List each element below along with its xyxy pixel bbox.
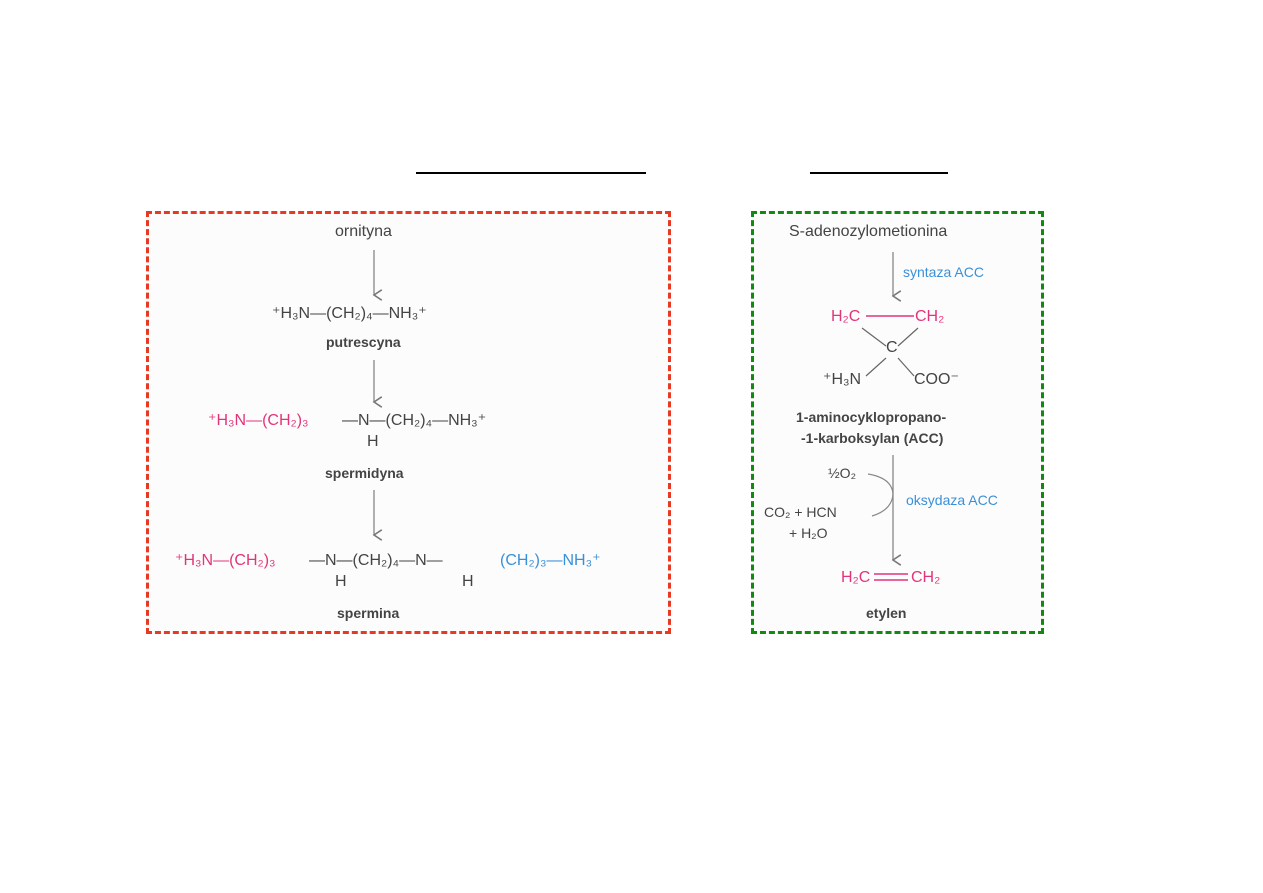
spermidine-name: spermidyna — [325, 465, 404, 481]
putrescine-formula: ⁺H₃N—(CH₂)₄—NH₃⁺ — [272, 305, 427, 322]
putrescine-name: putrescyna — [326, 334, 401, 350]
acc-ring-left: H₂C — [831, 308, 861, 325]
spermine-name: spermina — [337, 605, 400, 621]
title-blank-line-right — [810, 172, 948, 174]
ethylene-name: etylen — [866, 605, 907, 621]
acc-name-line-2: -1-karboksylan (ACC) — [801, 430, 944, 446]
acc-ring-right: CH₂ — [915, 308, 945, 325]
spermine-blue-part: (CH₂)₃—NH₃⁺ — [500, 552, 601, 569]
ethylene-formula-right: CH₂ — [911, 569, 941, 586]
sam-label: S-adenozylometionina — [789, 223, 948, 240]
spermidine-nh-hydrogen: H — [367, 433, 379, 450]
spermine-pink-part: ⁺H₃N—(CH₂)₃ — [175, 552, 276, 569]
spermine-nh-hydrogen-1: H — [335, 573, 347, 590]
spermine-mid-part: —N—(CH₂)₄—N— — [309, 552, 443, 569]
title-blank-line-left — [416, 172, 646, 174]
oxygen-label: ½O₂ — [828, 465, 856, 481]
acc-synthase-label: syntaza ACC — [903, 264, 984, 280]
acc-oxidase-label: oksydaza ACC — [906, 492, 998, 508]
byproducts-line-2: + H₂O — [789, 525, 828, 541]
ethylene-formula-left: H₂C — [841, 569, 871, 586]
ornithine-label: ornityna — [335, 223, 392, 240]
acc-ring-carbon: C — [886, 339, 898, 356]
spermidine-pink-part: ⁺H₃N—(CH₂)₃ — [208, 412, 309, 429]
byproducts-line-1: CO₂ + HCN — [764, 504, 837, 520]
spermine-nh-hydrogen-2: H — [462, 573, 474, 590]
acc-carboxyl-group: COO⁻ — [914, 371, 959, 388]
acc-amino-group: ⁺H₃N — [823, 371, 862, 388]
acc-name-line-1: 1-aminocyklopropano- — [796, 409, 947, 425]
spermidine-rest: —N—(CH₂)₄—NH₃⁺ — [342, 412, 487, 429]
polyamine-panel — [146, 211, 671, 634]
